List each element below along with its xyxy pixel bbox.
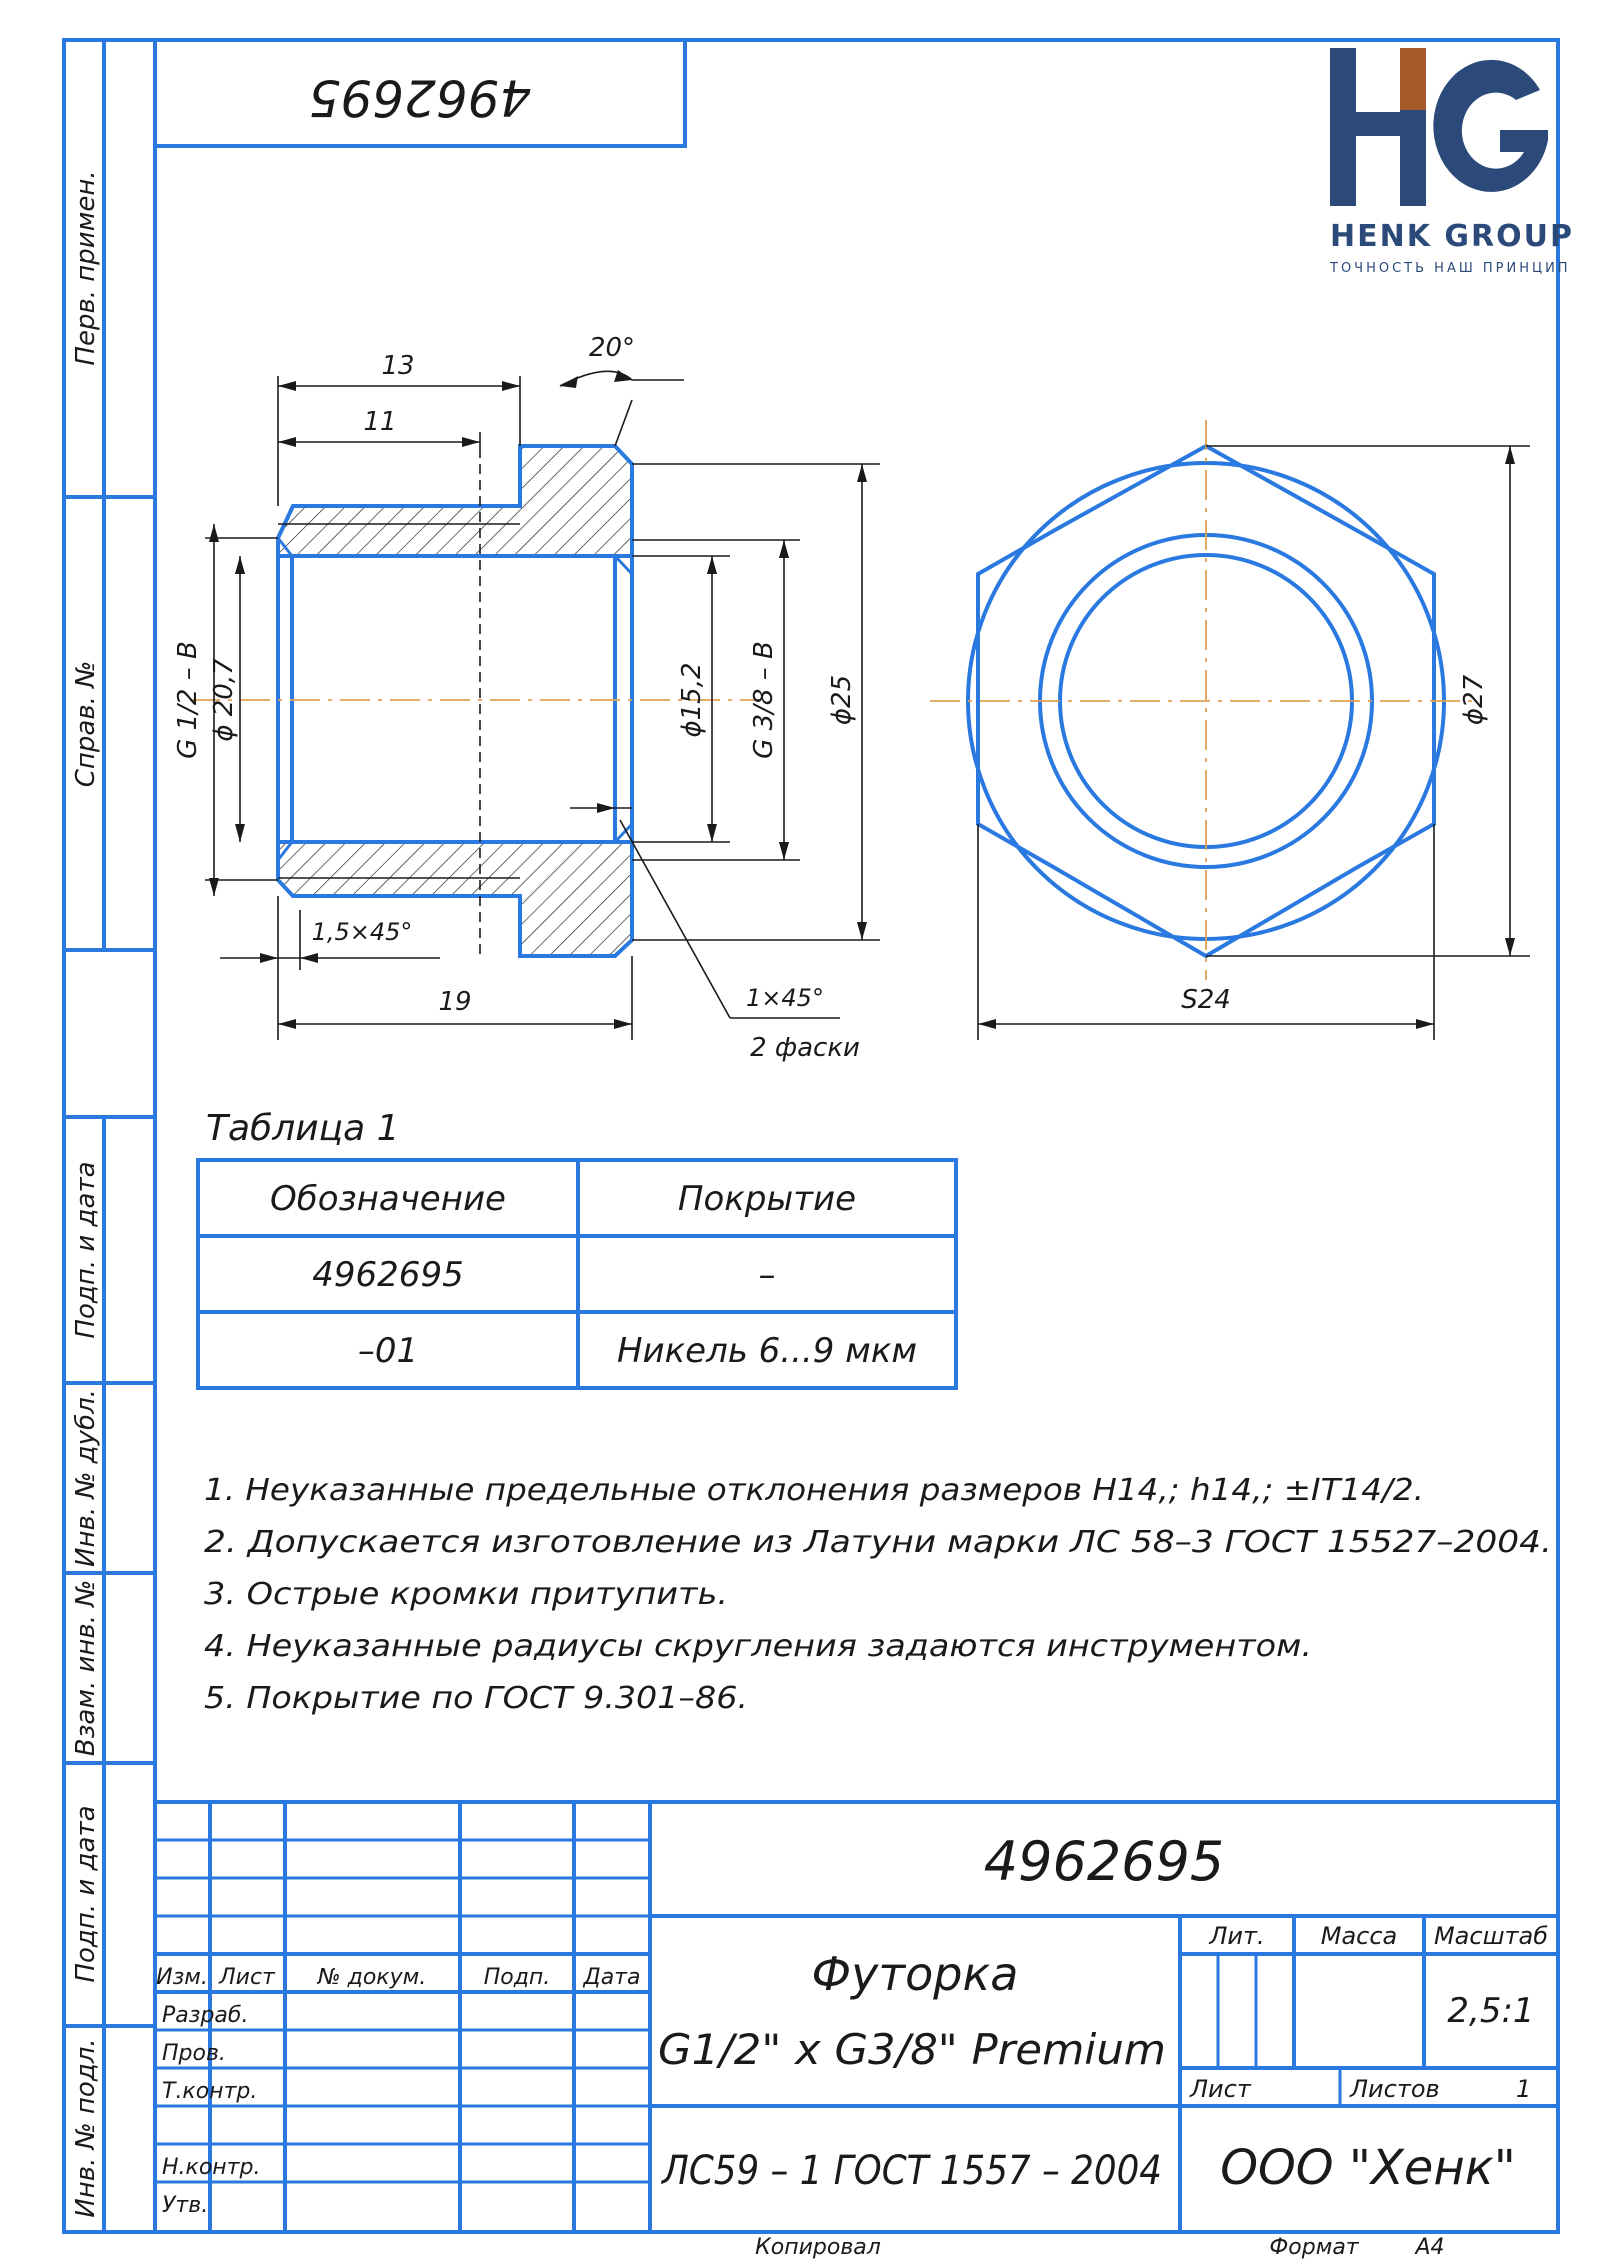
dim-13: 13 <box>381 351 414 381</box>
dim-hex-size: S24 <box>1181 985 1231 1015</box>
table-cell-r2-coating: Никель 6...9 мкм <box>617 1331 917 1371</box>
footer-format-label: Формат <box>1269 2235 1359 2260</box>
dim-dia-20-7: ϕ 20,7 <box>209 658 239 742</box>
title-scale-label: Масштаб <box>1434 1922 1548 1950</box>
title-part-spec: G1/2" x G3/8" Premium <box>658 2025 1166 2074</box>
table-cell-r1-coating: – <box>759 1255 776 1295</box>
title-company: ООО "Хенк" <box>1220 2140 1516 2196</box>
title-col-dokum: № докум. <box>317 1965 426 1990</box>
top-number-box <box>155 40 687 148</box>
side-label-vzam-inv: Взам. инв. № <box>71 1580 101 1757</box>
dim-chamfer-big: 1,5×45° <box>312 918 413 946</box>
title-col-podp: Подп. <box>484 1965 551 1990</box>
note-2: 2. Допускается изготовление из Латуни ма… <box>204 1525 1552 1560</box>
title-row-utv: Утв. <box>162 2193 208 2218</box>
note-5: 5. Покрытие по ГОСТ 9.301–86. <box>204 1681 748 1716</box>
title-mass-label: Масса <box>1321 1922 1398 1950</box>
dim-11: 11 <box>363 407 396 437</box>
side-label-inv-podl: Инв. № подл. <box>71 2038 101 2217</box>
dim-chamfer-note: 2 фаски <box>750 1033 860 1063</box>
side-label-podp-data-2: Подп. и дата <box>71 1805 101 1982</box>
side-label-perv-primen: Перв. примен. <box>71 170 101 365</box>
title-col-list: Лист <box>218 1965 276 1990</box>
title-sheets-value: 1 <box>1516 2075 1531 2103</box>
top-drawing-number: 4962695 <box>309 69 532 127</box>
coating-table <box>196 1158 958 1390</box>
footer-copied: Копировал <box>755 2235 881 2260</box>
title-sheet-label: Лист <box>1189 2075 1252 2103</box>
table-caption: Таблица 1 <box>206 1108 400 1149</box>
dim-dia-25: ϕ25 <box>827 675 857 725</box>
section-dimensions <box>205 370 880 1040</box>
dim-thread-small: G 3/8 – B <box>749 641 779 759</box>
title-scale-value: 2,5:1 <box>1447 1991 1534 2031</box>
section-wall-top <box>278 446 632 556</box>
section-wall-bottom <box>278 842 632 956</box>
title-row-tkontr: Т.контр. <box>162 2079 257 2104</box>
side-label-inv-dubl: Инв. № дубл. <box>71 1389 101 1567</box>
title-col-data: Дата <box>583 1965 641 1990</box>
table-cell-r1-designation: 4962695 <box>312 1255 463 1295</box>
dim-dia-15-2: ϕ15,2 <box>677 662 707 737</box>
section-view <box>190 444 760 958</box>
drawing-frame <box>62 38 1560 2234</box>
title-designation: 4962695 <box>984 1830 1225 1893</box>
title-col-izm: Изм. <box>156 1965 208 1990</box>
table-cell-r2-designation: –01 <box>358 1331 418 1371</box>
note-1: 1. Неуказанные предельные отклонения раз… <box>204 1473 1424 1508</box>
hex-view <box>930 420 1480 980</box>
logo-slogan: ТОЧНОСТЬ НАШ ПРИНЦИП <box>1329 261 1571 276</box>
title-material: ЛС59 – 1 ГОСТ 1557 – 2004 <box>660 2148 1162 2194</box>
logo-name: HENK GROUP <box>1330 219 1574 254</box>
table-header-coating: Покрытие <box>678 1179 856 1219</box>
dim-dia-27: ϕ27 <box>1459 674 1489 725</box>
dim-angle: 20° <box>589 333 635 363</box>
dim-thread-big: G 1/2 – B <box>173 641 203 759</box>
table-header-designation: Обозначение <box>270 1179 506 1219</box>
note-4: 4. Неуказанные радиусы скругления задают… <box>204 1629 1312 1664</box>
henk-group-logo: HENK GROUP ТОЧНОСТЬ НАШ ПРИНЦИП <box>1329 48 1574 276</box>
footer-format-value: А4 <box>1413 2235 1444 2260</box>
title-row-nkontr: Н.контр. <box>162 2155 260 2180</box>
title-row-prov: Пров. <box>162 2041 226 2066</box>
title-block <box>155 1800 1558 2232</box>
title-part-name: Футорка <box>812 1947 1019 2001</box>
title-sheets-label: Листов <box>1349 2075 1440 2103</box>
side-label-sprav-no: Справ. № <box>71 661 101 787</box>
hex-dimensions <box>977 445 1530 1040</box>
dim-19: 19 <box>438 987 471 1017</box>
note-3: 3. Острые кромки притупить. <box>204 1577 728 1612</box>
title-row-razrab: Разраб. <box>162 2003 248 2028</box>
dim-chamfer-small: 1×45° <box>746 984 824 1012</box>
side-label-podp-data-1: Подп. и дата <box>71 1161 101 1338</box>
title-lit-label: Лит. <box>1208 1922 1264 1950</box>
